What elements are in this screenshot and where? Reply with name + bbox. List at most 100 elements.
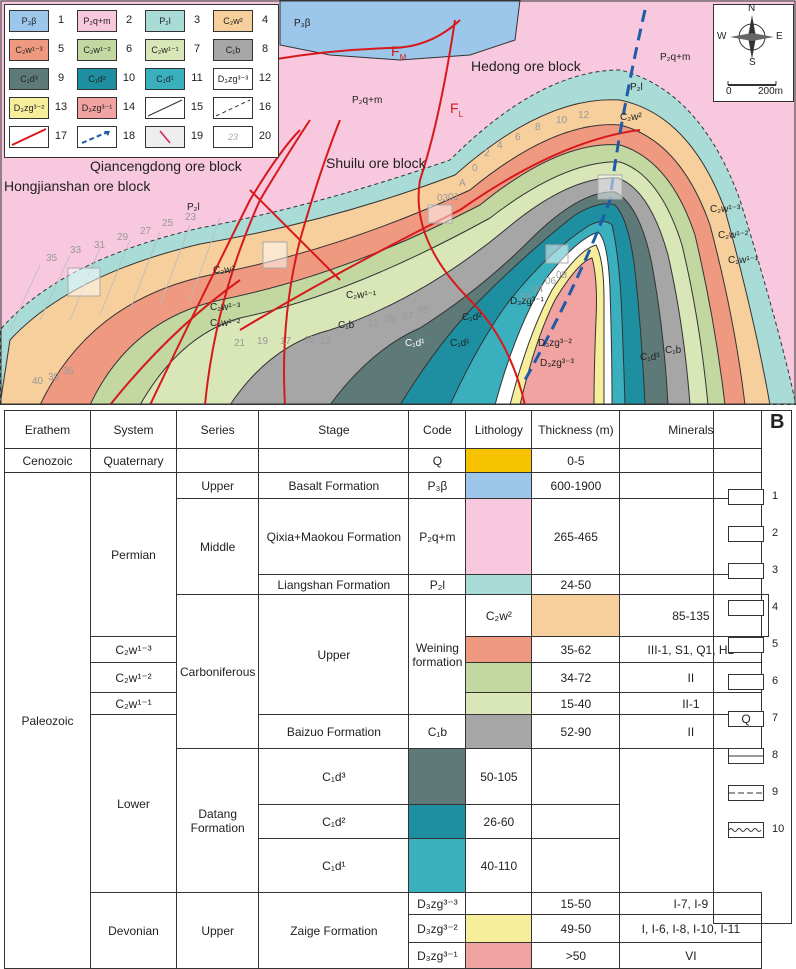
minerals-cell: VI — [619, 942, 763, 969]
header-minerals: Minerals — [619, 410, 763, 449]
lithology-cell — [465, 636, 533, 663]
legend-swatch: C₁d³ — [9, 68, 49, 90]
minerals-cell — [531, 748, 621, 805]
exploration-line-number: 0 — [472, 163, 478, 174]
minerals-cell — [531, 804, 621, 839]
table-row: Cenozoic Quaternary Q 0-5 — [4, 448, 769, 473]
stage-cell: Weining formation — [408, 594, 467, 715]
legend-swatch — [213, 97, 253, 119]
exploration-line-number: 17 — [280, 336, 292, 347]
legend-swatch: D₃zg³⁻² — [9, 97, 49, 119]
exploration-line-number: 06 — [545, 276, 557, 287]
label-c2w11-2: C₂w¹⁻¹ — [728, 255, 759, 266]
label-p2l-2: P₂l — [630, 82, 643, 93]
thickness-cell: 34-72 — [531, 662, 621, 693]
label-c2w2-2: C₂w² — [620, 112, 642, 123]
stage-cell: Baizuo Formation — [258, 714, 410, 749]
lithology-symbol — [728, 563, 764, 579]
exploration-line-number: 19 — [257, 336, 269, 347]
code-cell: C₂w¹⁻² — [90, 662, 177, 693]
thickness-cell: 40-110 — [465, 838, 533, 893]
stratigraphic-table: Erathem System Series Stage Code Litholo… — [4, 410, 770, 969]
prospect-line — [523, 9, 647, 381]
exploration-line-number: 29 — [117, 232, 129, 243]
legend-number: 7 — [772, 712, 779, 724]
legend-number: 15 — [190, 101, 204, 113]
legend-swatch — [145, 126, 185, 148]
fault-fl — [417, 19, 526, 405]
lithology-symbol — [728, 748, 764, 764]
highlight-box-2 — [262, 241, 288, 269]
exploration-line-number: A — [459, 178, 466, 189]
lithology-cell — [465, 714, 533, 749]
header-lithology: Lithology — [465, 410, 533, 449]
stage-cell: Datang Formation — [175, 748, 260, 893]
legend-swatch: C₁d² — [77, 68, 117, 90]
highlight-box-5 — [545, 244, 569, 264]
label-c2w13-2: C₂w¹⁻³ — [710, 204, 741, 215]
exploration-line-number: 23 — [185, 212, 197, 223]
thickness-cell: 26-60 — [465, 804, 533, 839]
code-cell: C₂w¹⁻¹ — [90, 692, 177, 715]
compass-rose-icon — [727, 15, 777, 86]
lithology-cell — [465, 472, 533, 499]
exploration-line-number: 38 — [48, 372, 60, 383]
lithology-cell — [465, 892, 533, 915]
lithology-symbol — [728, 637, 764, 653]
system-cell: Carboniferous — [175, 594, 260, 749]
exploration-line-number: 09 — [385, 314, 397, 325]
header-stage: Stage — [258, 410, 410, 449]
legend-swatch — [77, 126, 117, 148]
system-cell: Permian — [90, 472, 177, 637]
compass-w: W — [717, 31, 727, 42]
exploration-line-number: 6 — [515, 132, 521, 143]
header-series: Series — [175, 410, 260, 449]
exploration-line-number: 40 — [32, 376, 44, 387]
lithology-symbol — [728, 489, 764, 505]
thickness-cell: 0-5 — [531, 448, 621, 473]
legend-number: 18 — [122, 130, 136, 142]
table-row: C₂w¹⁻² 34-72 II — [5, 662, 769, 693]
code-cell: D₃zg³⁻² — [408, 914, 467, 943]
table-row: Paleozoic Permian Upper Basalt Formation… — [4, 472, 769, 969]
exploration-line-number: 13 — [320, 336, 332, 347]
label-c1d1-2: C₁d¹ — [450, 338, 470, 349]
lithology-cell — [465, 692, 533, 715]
legend-number: 14 — [122, 101, 136, 113]
stage-cell: Qixia+Maokou Formation — [258, 498, 410, 575]
legend-swatch: C₂w¹⁻³ — [9, 39, 49, 61]
lithology-cell — [465, 662, 533, 693]
legend-number: 6 — [125, 43, 133, 55]
exploration-line-number: 05 — [418, 305, 430, 316]
system-cell: Devonian — [90, 892, 177, 969]
label-c2w13-1: C₂w¹⁻³ — [210, 302, 241, 313]
exploration-line-number: 07 — [402, 311, 414, 322]
thickness-cell: 600-1900 — [531, 472, 621, 499]
exploration-line-number: 33 — [70, 245, 82, 256]
exploration-line-number: 15 — [304, 335, 316, 346]
table-row: Datang Formation C₁d³ 50-105 — [5, 748, 769, 893]
exploration-line-number: 11 — [368, 318, 379, 329]
exploration-line-number: 31 — [94, 240, 106, 251]
code-cell: Q — [408, 448, 467, 473]
lithology-cell — [465, 498, 533, 575]
code-cell: C₁d³ — [258, 748, 410, 805]
thickness-cell: 49-50 — [531, 914, 621, 943]
label-d3zg31: D₃zg³⁻¹ — [510, 296, 544, 307]
code-cell: C₂w¹⁻³ — [90, 636, 177, 663]
table-row: Devonian Upper Zaige Formation D₃zg³⁻³ 1… — [5, 892, 769, 969]
label-c2w12-2: C₂w¹⁻² — [718, 230, 749, 241]
label-d3zg33: D₃zg³⁻³ — [540, 358, 574, 369]
legend-number: 7 — [193, 43, 201, 55]
compass-e: E — [776, 31, 783, 42]
series-cell: Upper — [258, 594, 410, 715]
label-c2w12-1: C₂w¹⁻² — [210, 318, 241, 329]
table-row: Middle Qixia+Maokou Formation P₂q+m 265-… — [5, 498, 769, 595]
lithology-symbol: Q — [728, 711, 764, 727]
legend-number: 1 — [57, 14, 65, 26]
label-qiancengdong: Qiancengdong ore block — [90, 158, 242, 174]
compass-box: N S E W 0 200m — [713, 3, 794, 102]
exploration-line-number: 10 — [556, 115, 568, 126]
thickness-cell: 15-40 — [531, 692, 621, 715]
